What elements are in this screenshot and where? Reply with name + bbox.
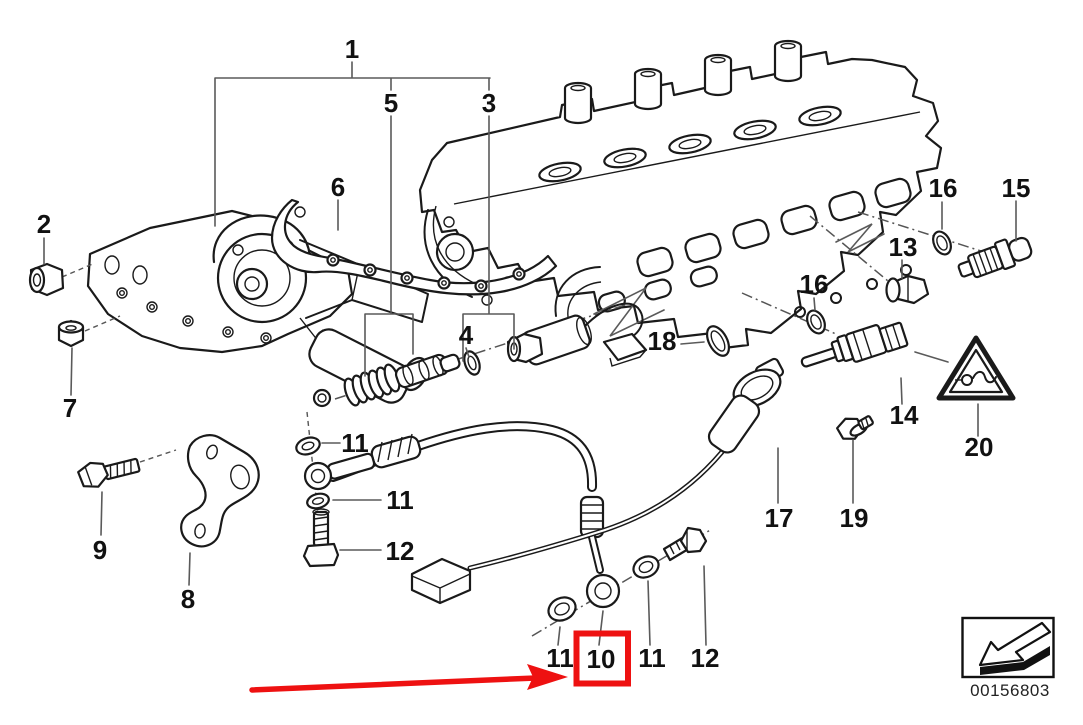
banjo-fitting-left xyxy=(303,461,333,491)
callout-5: 5 xyxy=(384,88,398,118)
part-16-sealing-ring-upper xyxy=(932,230,952,256)
callout-11a: 11 xyxy=(341,428,369,458)
connector-plug xyxy=(410,557,472,605)
callout-12a: 12 xyxy=(386,536,415,566)
cam-towers xyxy=(563,39,803,125)
gasket-eyelets xyxy=(326,253,526,293)
highlight-box xyxy=(573,630,631,687)
callout-10-highlighted: 10 xyxy=(587,644,616,674)
deck-bores xyxy=(538,105,842,183)
part-5-spring xyxy=(343,363,401,407)
callout-14: 14 xyxy=(890,400,919,430)
callout-11c: 11 xyxy=(546,643,574,673)
part-2-screw-plug xyxy=(28,262,65,297)
callout-9: 9 xyxy=(93,535,107,565)
part-5-valve-piston xyxy=(394,353,461,389)
callout-12b: 12 xyxy=(691,643,720,673)
part-11-washer-d xyxy=(632,555,660,579)
callout-18: 18 xyxy=(648,326,677,356)
callout-11b: 11 xyxy=(386,485,414,515)
part-19-bolt xyxy=(836,415,874,440)
callout-7: 7 xyxy=(63,393,77,423)
callout-19: 19 xyxy=(840,503,869,533)
part-18-o-ring xyxy=(705,325,731,357)
callout-3: 3 xyxy=(482,88,496,118)
cylinder-head xyxy=(418,39,943,351)
callout-16a: 16 xyxy=(800,269,829,299)
part-3-solenoid-valve xyxy=(506,302,648,367)
highlight-arrow xyxy=(249,664,568,693)
solenoid-cable xyxy=(584,302,644,341)
part-17-camshaft-sensor xyxy=(467,357,785,571)
callout-13: 13 xyxy=(889,232,918,262)
oil-pipe-assembly xyxy=(303,421,621,609)
callout-leader-lines xyxy=(43,61,1017,646)
highlight-annotations xyxy=(249,630,631,693)
callout-17: 17 xyxy=(765,503,794,533)
part-11-washer-b xyxy=(306,492,330,510)
diagram-number: 00156803 xyxy=(970,681,1050,700)
part-15-sensor xyxy=(957,236,1033,279)
part-4-seal-ring xyxy=(463,350,481,376)
gasket xyxy=(270,198,558,296)
callout-20: 20 xyxy=(965,432,994,462)
callout-8: 8 xyxy=(181,584,195,614)
callout-15: 15 xyxy=(1002,173,1031,203)
callout-6: 6 xyxy=(331,172,345,202)
callout-11d: 11 xyxy=(638,643,666,673)
callout-16b: 16 xyxy=(929,173,958,203)
part-16-sealing-ring-lower xyxy=(806,309,826,335)
part-11-washer-c xyxy=(547,596,577,622)
solenoid-connector xyxy=(602,332,648,362)
part-14-temperature-sensor xyxy=(800,321,909,368)
part-11-washer-a xyxy=(295,436,321,456)
part-9-bolt xyxy=(77,457,141,488)
part-8-bracket xyxy=(180,434,260,548)
part-10-banjo-fitting xyxy=(585,573,621,609)
callout-4: 4 xyxy=(459,320,474,350)
part-12-banjo-bolt-a xyxy=(302,508,340,568)
part-13-screw-plug xyxy=(885,274,930,305)
side-ports xyxy=(597,177,912,313)
bottom-scallops xyxy=(794,264,912,318)
part-20-warning-triangle xyxy=(936,335,1016,401)
diagram-number-stamp: 00156803 xyxy=(961,616,1055,700)
flange-holes xyxy=(116,287,272,344)
sensor-pictogram-icon xyxy=(955,370,997,386)
callout-2: 2 xyxy=(37,209,51,239)
callout-numbers: 1 2 5 3 6 4 7 9 8 11 11 12 18 16 13 16 1… xyxy=(37,34,1031,674)
callout-1: 1 xyxy=(345,34,359,64)
part-7-nut xyxy=(57,319,85,348)
direction-arrow-icon xyxy=(978,621,1052,667)
part-12-banjo-bolt-b xyxy=(662,526,708,562)
